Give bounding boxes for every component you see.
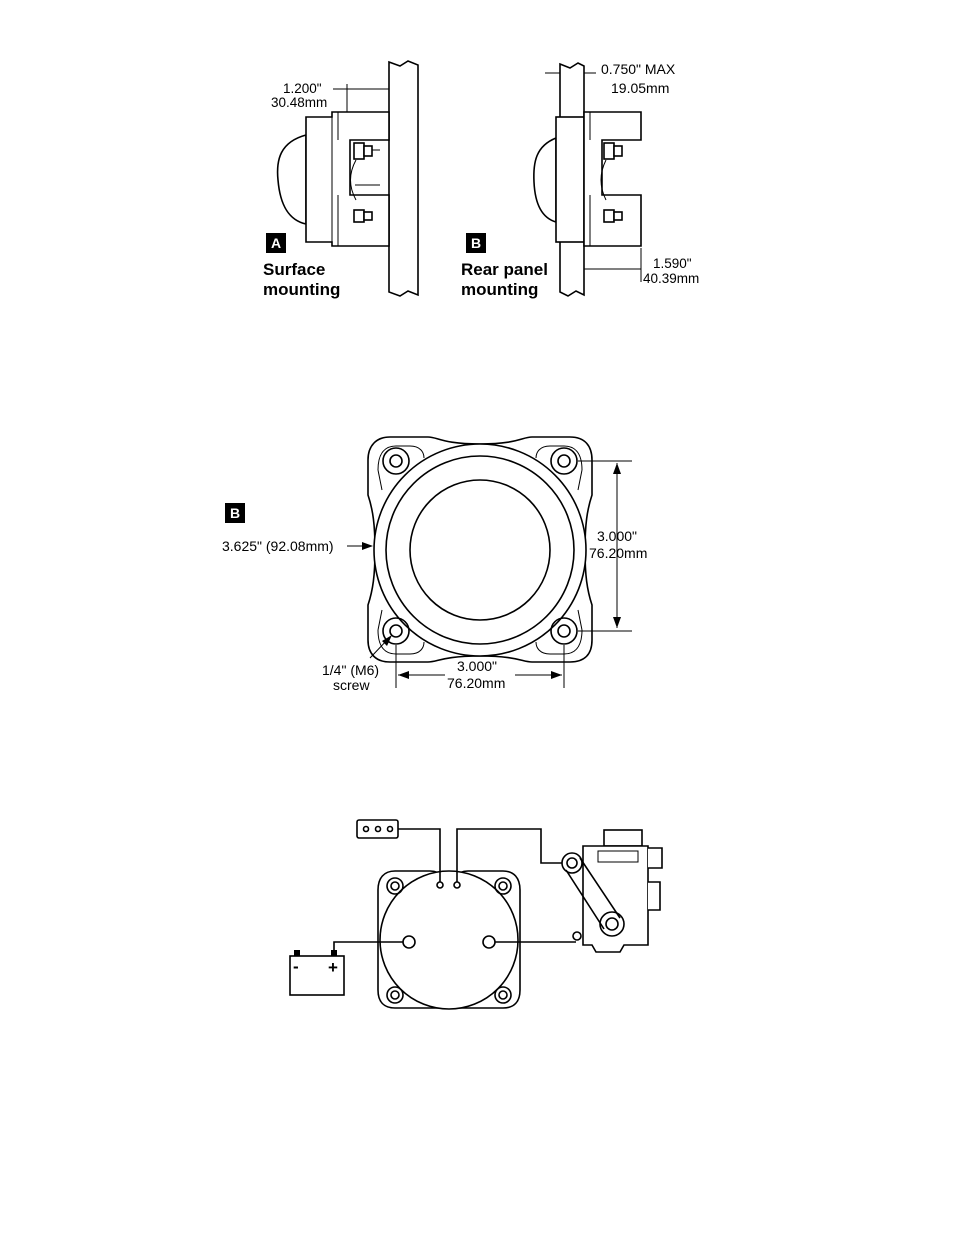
screw-label-line2: screw xyxy=(333,677,370,693)
horizontal-dim-inch: 3.000" xyxy=(457,658,497,674)
panel-dim-inch: 0.750" MAX xyxy=(601,61,676,77)
bezel-outer-ring xyxy=(374,444,586,656)
wall-panel-a xyxy=(389,61,418,296)
depth-dim-mm: 40.39mm xyxy=(643,271,699,286)
horizontal-dim-mm: 76.20mm xyxy=(447,675,505,691)
wiring-diagram: - + xyxy=(290,820,662,1009)
vertical-dim-inch: 3.000" xyxy=(597,528,637,544)
lamp-housing-a xyxy=(306,112,389,246)
terminal-left xyxy=(403,936,415,948)
lamp-lens-a xyxy=(278,135,306,224)
terminal-right xyxy=(483,936,495,948)
battery-plus-label: + xyxy=(328,958,338,977)
surface-mounting-view: 1.200" 30.48mm A Surface mounting xyxy=(263,61,418,299)
lamp-bezel-b xyxy=(556,117,584,242)
badge-b-side-letter: B xyxy=(471,235,481,251)
surface-caption-line2: mounting xyxy=(263,280,340,299)
rear-caption-line1: Rear panel xyxy=(461,260,548,279)
surface-dim-mm: 30.48mm xyxy=(271,95,327,110)
badge-b-front-letter: B xyxy=(230,505,240,521)
surface-dim-inch: 1.200" xyxy=(283,81,322,96)
lamp-lens-b xyxy=(534,138,556,222)
rear-panel-mounting-view: 0.750" MAX 19.05mm 1.590" 40.39mm B Rear… xyxy=(461,61,699,299)
battery-minus-label: - xyxy=(293,957,299,976)
diameter-label: 3.625" (92.08mm) xyxy=(222,538,334,554)
sender-device xyxy=(562,830,662,952)
surface-caption-line1: Surface xyxy=(263,260,325,279)
front-view-dimensions: 3.000" 76.20mm 3.000" 76.20mm 3.625" (92… xyxy=(222,437,647,693)
lamp-housing-b xyxy=(584,112,641,246)
rear-caption-line2: mounting xyxy=(461,280,538,299)
vertical-dim-mm: 76.20mm xyxy=(589,545,647,561)
screw-label-line1: 1/4" (M6) xyxy=(322,662,379,678)
depth-dim-inch: 1.590" xyxy=(653,256,692,271)
badge-a-letter: A xyxy=(271,235,281,251)
panel-dim-mm: 19.05mm xyxy=(611,80,669,96)
